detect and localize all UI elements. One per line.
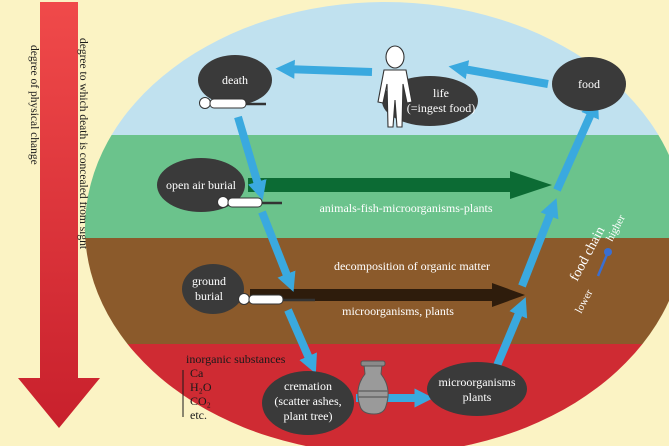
arrow-food-to-life [448,60,549,88]
flow-arrows [234,59,599,408]
arrow-open-air-to-ground [258,210,296,292]
surface-flow-arrow [248,171,552,199]
ground-flow-arrow [250,283,525,307]
node-microorganisms-sublabel: plants [463,390,492,404]
node-food-label: food [578,77,600,91]
arrow-microorganisms-to-ground [492,297,528,370]
arrow-ground-to-cremation [284,308,317,374]
decomposition-label: decomposition of organic matter [334,259,490,273]
arrow-death-to-open-air [234,115,267,201]
node-death-label: death [222,73,248,87]
inorganic-title: inorganic substances [186,352,286,366]
arrow-surface-to-food [553,98,599,192]
node-ground-label: ground [192,274,226,288]
surface-band-label: animals-fish-microorganisms-plants [319,201,492,215]
food-chain-arrow [596,251,610,277]
node-ground-burial: ground burial [182,264,244,314]
lying-body-icon-death [199,97,266,109]
arrow-life-to-death [275,59,373,79]
node-cremation-shape [262,371,354,435]
node-microorganisms-shape [427,362,527,416]
physical-change-arrow [18,2,100,428]
node-death: death [198,55,272,105]
axis-label-concealed: degree to which death is concealed from … [77,38,89,250]
ground-organisms-label: microorganisms, plants [342,304,454,318]
axis-label-physical-change: degree of physical change [28,45,40,165]
food-chain-arrowhead [604,248,612,256]
node-cremation: cremation (scatter ashes, plant tree) [262,371,354,435]
node-life-label: life [433,86,449,100]
node-cremation-label: cremation [284,379,332,393]
node-death-shape [198,55,272,105]
inorganic-item-h2o: H₂O [190,380,212,394]
inorganic-substances: inorganic substances Ca H₂O CO₂ etc. [182,352,286,422]
urn-icon [357,360,389,415]
node-ground-sublabel: burial [195,289,224,303]
node-open-air-label: open air burial [166,178,237,192]
node-food-shape [552,57,626,111]
node-ground-shape [182,264,244,314]
node-life-sublabel: (=ingest food) [407,101,475,115]
node-microorganisms: microorganisms plants [427,362,527,416]
lying-body-icon-ground [238,293,315,305]
inorganic-item-co2: CO₂ [190,394,211,408]
node-cremation-sublabel-1: (scatter ashes, [274,394,341,408]
arrow-ground-to-surface [518,198,559,288]
node-cremation-sublabel-2: plant tree) [284,409,333,423]
lying-body-icon-open-air [217,196,282,208]
node-food: food [552,57,626,111]
node-microorganisms-label: microorganisms [438,375,515,389]
person-icon [377,45,413,128]
inorganic-item-etc: etc. [190,408,207,422]
inorganic-item-ca: Ca [190,366,204,380]
